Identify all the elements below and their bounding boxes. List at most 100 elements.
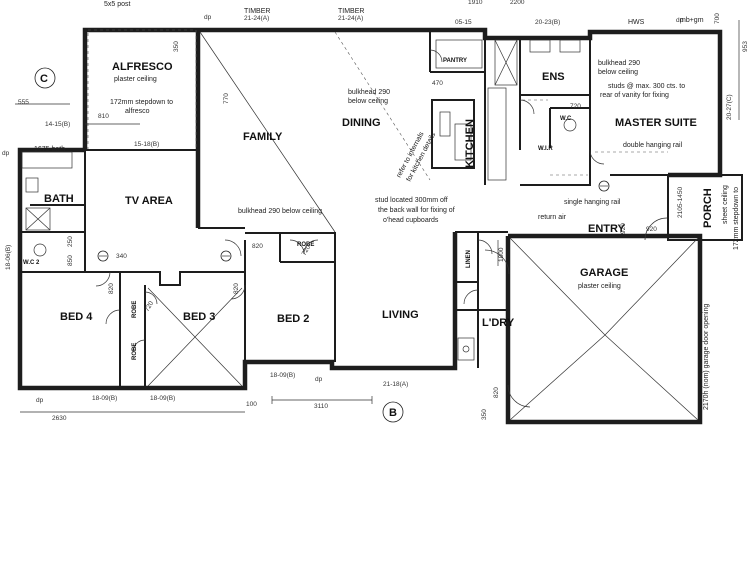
dim-953: 953 [742, 41, 749, 52]
room-label-alfresco: ALFRESCO [112, 61, 173, 73]
dim-05-15: 05-15 [455, 19, 472, 26]
note-post: 5x5 post [104, 1, 131, 8]
room-label-ens: ENS [542, 71, 565, 83]
dim-21-24a: 21-24(A) [244, 15, 269, 22]
room-label-master-suite: MASTER SUITE [615, 117, 697, 129]
room-label-wir: W.I.R [538, 146, 553, 152]
room-label-bed4: BED 4 [60, 311, 93, 323]
note-double-rail: double hanging rail [623, 142, 683, 149]
room-label-wc: W.C [560, 116, 572, 122]
note-timber-1: TIMBER [244, 8, 270, 15]
room-label-kitchen: KITCHEN [464, 119, 476, 168]
dim-720-a: 720 [570, 103, 581, 110]
note-stepdown-alfresco-2: alfresco [125, 108, 150, 115]
dim-350: 350 [173, 41, 180, 52]
note-bath-size: 1675 bath [34, 146, 65, 153]
dim-14-15: 14-15(B) [45, 121, 70, 128]
dim-2200: 2200 [510, 0, 525, 6]
note-return-air: return air [538, 214, 567, 221]
floor-waste-symbols [97, 180, 610, 262]
room-label-living: LIVING [382, 309, 419, 321]
note-studs: studs @ max. 300 cts. to [608, 83, 685, 90]
dim-18-09-c: 18-09(B) [270, 372, 295, 379]
room-label-bed3: BED 3 [183, 311, 215, 323]
note-stepdown-alfresco: 172mm stepdown to [110, 99, 173, 106]
dim-820-d: 820 [493, 387, 500, 398]
room-label-wc2: W.C 2 [23, 260, 40, 266]
dim-2630: 2630 [52, 415, 67, 422]
dim-21-18: 21-18(A) [383, 381, 408, 388]
note-timber-2: TIMBER [338, 8, 364, 15]
dim-20-23: 20-23(B) [535, 19, 560, 26]
dim-dp-5: dp [2, 150, 10, 157]
dim-dp-4: dp [315, 376, 323, 383]
note-bulkhead-dining: bulkhead 290 [348, 89, 390, 96]
dim-810: 810 [98, 113, 109, 120]
dim-dp-2: dp [676, 17, 684, 24]
room-label-robe-bed3: ROBE [132, 301, 138, 318]
dim-720-b: 720 [301, 244, 313, 257]
dim-1800: 1800 [498, 247, 505, 262]
dim-dp-1: dp [204, 14, 212, 21]
grid-marker-b: B [382, 401, 404, 423]
room-label-pantry: PANTRY [443, 58, 467, 64]
door-swings [95, 49, 668, 408]
note-stud-located-2: the back wall for fixing of [378, 207, 455, 214]
room-label-dining: DINING [342, 117, 381, 129]
note-studs-2: rear of vanity for fixing [600, 92, 669, 99]
dim-dp-3: dp [36, 397, 44, 404]
dim-820-c: 820 [233, 283, 240, 294]
note-bulkhead-dining-2: below ceiling [348, 98, 388, 105]
dim-340: 340 [116, 253, 127, 260]
room-label-garage: GARAGE [580, 267, 628, 279]
room-label-laundry: L'DRY [482, 317, 515, 329]
room-label-family: FAMILY [243, 131, 283, 143]
dim-21-24b: 21-24(A) [338, 15, 363, 22]
dim-250: 250 [67, 236, 74, 247]
note-bulkhead-tv: bulkhead 290 below ceiling [238, 208, 322, 215]
note-mb-gm: mb+gm [680, 17, 704, 24]
dim-820-a: 820 [252, 243, 263, 250]
dim-920-b: 920 [620, 223, 627, 234]
room-label-bath: BATH [44, 193, 74, 205]
room-label-tv-area: TV AREA [125, 195, 173, 207]
room-label-robe-bed4: ROBE [132, 343, 138, 360]
dim-720-c: 720 [144, 300, 156, 313]
grid-marker-b-label: B [389, 407, 397, 419]
dim-850: 850 [67, 255, 74, 266]
dim-2105: 2105-1450 [677, 187, 684, 218]
dim-100: 100 [246, 401, 257, 408]
note-stepdown-porch: 172mm stepdown to [733, 187, 740, 250]
room-label-linen: LINEN [466, 250, 472, 268]
dim-820-b: 820 [108, 283, 115, 294]
grid-marker-c: C [34, 67, 56, 89]
note-sheet-ceiling: sheet ceiling [722, 185, 729, 224]
interior-walls [20, 30, 699, 421]
dim-15-18: 15-18(B) [134, 141, 159, 148]
dim-18-06: 18-06(B) [5, 245, 12, 270]
dim-920-a: 920 [646, 226, 657, 233]
alfresco-ceiling-note: plaster ceiling [114, 76, 157, 83]
room-label-porch: PORCH [702, 188, 714, 228]
room-label-robe-bed2: ROBE [297, 242, 314, 248]
dim-770: 770 [223, 93, 230, 104]
dimension-lines [15, 20, 740, 413]
note-hws: HWS [628, 19, 645, 26]
dim-18-09-a: 18-09(B) [92, 395, 117, 402]
dim-18-09-b: 18-09(B) [150, 395, 175, 402]
note-stud-located: stud located 300mm off [375, 197, 448, 204]
grid-marker-c-label: C [40, 73, 48, 85]
room-label-entry: ENTRY [588, 223, 626, 235]
dim-350-b: 350 [481, 409, 488, 420]
dim-555: 555 [18, 99, 29, 106]
dim-1910: 1910 [468, 0, 483, 6]
dim-470: 470 [432, 80, 443, 87]
dim-20-27: 20-27(C) [726, 94, 733, 120]
note-single-rail: single hanging rail [564, 199, 621, 206]
note-stud-located-3: o'head cupboards [383, 217, 439, 224]
note-bulkhead-master: bulkhead 290 [598, 60, 640, 67]
note-garage-door: 2170h (nom) garage door opening [703, 304, 710, 410]
note-bulkhead-master-2: below ceiling [598, 69, 638, 76]
dim-700: 700 [714, 13, 721, 24]
